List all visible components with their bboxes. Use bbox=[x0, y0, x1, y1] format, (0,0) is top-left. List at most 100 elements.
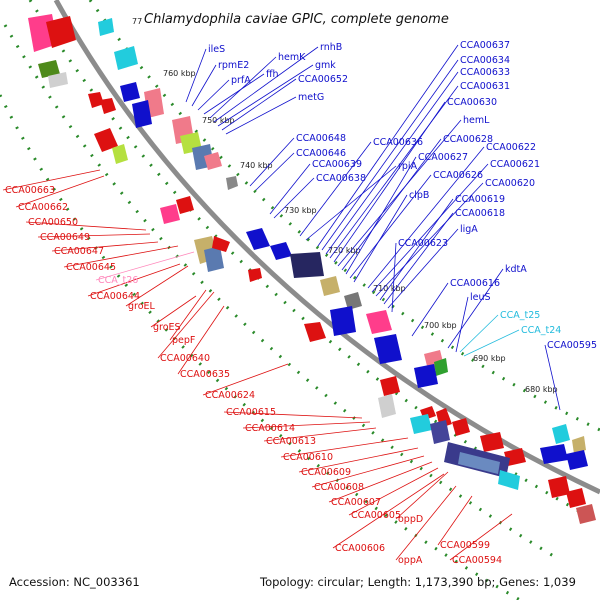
forward-gene-label[interactable]: CCA00618 bbox=[455, 208, 505, 219]
scale-label: 760 kbp bbox=[163, 69, 196, 78]
reverse-gene-label[interactable]: CCA00607 bbox=[331, 497, 381, 508]
gene-glyph bbox=[46, 16, 76, 48]
forward-gene-label[interactable]: CCA00636 bbox=[373, 137, 423, 148]
reverse-gene-leader bbox=[37, 233, 151, 238]
reverse-gene-label[interactable]: CCA00635 bbox=[180, 369, 230, 380]
forward-gene-leader bbox=[337, 119, 462, 267]
reverse-gene-label[interactable]: CCA00662 bbox=[18, 202, 68, 213]
reverse-gene-label[interactable]: CCA00608 bbox=[314, 482, 364, 493]
reverse-gene-label[interactable]: CCA00594 bbox=[452, 555, 502, 566]
reverse-gene-label[interactable]: groEL bbox=[128, 301, 156, 312]
rna-forward-gene-label[interactable]: CCA_t24 bbox=[521, 325, 561, 336]
reverse-gene-leader bbox=[63, 245, 179, 268]
forward-gene-label[interactable]: CCA00639 bbox=[312, 159, 362, 170]
forward-gene-label[interactable]: rnhB bbox=[320, 42, 342, 53]
forward-gene-label[interactable]: CCA00627 bbox=[418, 152, 468, 163]
scale-label: 750 kbp bbox=[202, 116, 235, 125]
reverse-gene-label[interactable]: CCA00615 bbox=[226, 407, 276, 418]
forward-gene-label[interactable]: CCA00621 bbox=[490, 159, 540, 170]
reverse-gene-label[interactable]: CCA00606 bbox=[335, 543, 385, 554]
forward-gene-label[interactable]: CCA00638 bbox=[316, 173, 366, 184]
genome-backbone bbox=[53, 0, 600, 495]
reverse-gene-label[interactable]: CCA00605 bbox=[351, 510, 401, 521]
gene-glyph bbox=[458, 452, 500, 474]
forward-gene-label[interactable]: CCA00637 bbox=[460, 40, 510, 51]
reverse-gene-label[interactable]: CCA00644 bbox=[90, 291, 140, 302]
forward-gene-label[interactable]: ligA bbox=[460, 224, 478, 235]
forward-gene-leader bbox=[447, 268, 504, 349]
map-title: Chlamydophila caviae GPIC, complete geno… bbox=[144, 12, 449, 27]
forward-gene-leader bbox=[367, 146, 485, 289]
forward-gene-label[interactable]: CCA00633 bbox=[460, 67, 510, 78]
reverse-gene-label[interactable]: CCA00599 bbox=[440, 540, 490, 551]
forward-gene-label[interactable]: CCA00652 bbox=[298, 74, 348, 85]
gene-glyph bbox=[114, 46, 138, 70]
forward-gene-leader bbox=[411, 282, 449, 337]
reverse-gene-leader bbox=[280, 437, 409, 458]
reverse-gene-label[interactable]: CCA00614 bbox=[245, 423, 295, 434]
gene-glyph bbox=[320, 276, 340, 296]
forward-gene-leader bbox=[341, 138, 442, 271]
reverse-gene-label[interactable]: CCA00645 bbox=[66, 262, 116, 273]
gene-glyph bbox=[414, 364, 438, 388]
forward-gene-leader bbox=[185, 48, 207, 103]
reverse-gene-label[interactable]: CCA00649 bbox=[40, 232, 90, 243]
reverse-gene-leader bbox=[15, 175, 105, 208]
forward-gene-label[interactable]: ileS bbox=[208, 44, 225, 55]
forward-gene-label[interactable]: CCA00620 bbox=[485, 178, 535, 189]
forward-gene-label[interactable]: rpmE2 bbox=[218, 60, 249, 71]
gene-glyph bbox=[576, 504, 596, 524]
reverse-gene-label[interactable]: oppD bbox=[398, 514, 423, 525]
forward-gene-label[interactable]: CCA00648 bbox=[296, 133, 346, 144]
reverse-gene-label[interactable]: oppA bbox=[398, 555, 423, 566]
rna-reverse-gene-label[interactable]: CCA_t26 bbox=[98, 275, 138, 286]
reverse-gene-label[interactable]: CCA00640 bbox=[160, 353, 210, 364]
forward-gene-leader bbox=[379, 198, 454, 301]
gene-glyph bbox=[132, 100, 152, 128]
forward-gene-label[interactable]: metG bbox=[298, 92, 324, 103]
forward-gene-label[interactable]: gmk bbox=[315, 60, 336, 71]
forward-gene-label[interactable]: ffh bbox=[266, 69, 279, 80]
summary-text: Topology: circular; Length: 1,173,390 bp… bbox=[259, 575, 576, 589]
reverse-gene-label[interactable]: CCA00613 bbox=[266, 436, 316, 447]
forward-gene-label[interactable]: kdtA bbox=[505, 264, 527, 275]
forward-gene-label[interactable]: hemL bbox=[463, 115, 490, 126]
forward-gene-label[interactable]: CCA00623 bbox=[398, 238, 448, 249]
forward-gene-label[interactable]: hemK bbox=[278, 52, 306, 63]
forward-gene-label[interactable]: CCA00628 bbox=[443, 134, 493, 145]
forward-gene-label[interactable]: prfA bbox=[231, 75, 251, 86]
reverse-gene-label[interactable]: pepF bbox=[172, 335, 195, 346]
reverse-gene-leader bbox=[125, 265, 189, 307]
forward-gene-label[interactable]: CCA00595 bbox=[547, 340, 597, 351]
gene-glyph bbox=[94, 128, 118, 152]
forward-gene-label[interactable]: CCA00622 bbox=[486, 142, 536, 153]
forward-gene-label[interactable]: rpiA bbox=[398, 161, 418, 172]
forward-gene-label[interactable]: CCA00626 bbox=[433, 170, 483, 181]
reverse-gene-label[interactable]: CCA00624 bbox=[205, 390, 255, 401]
gene-glyph bbox=[572, 436, 586, 454]
reverse-gene-label[interactable]: CCA00663 bbox=[5, 185, 55, 196]
reverse-gene-label[interactable]: CCA00610 bbox=[283, 452, 333, 463]
forward-gene-leader bbox=[221, 78, 297, 131]
reverse-gene-label[interactable]: CCA00609 bbox=[301, 467, 351, 478]
reverse-gene-label[interactable]: CCA00650 bbox=[28, 217, 78, 228]
gene-glyph bbox=[452, 418, 470, 436]
rna-forward-gene-leader bbox=[463, 329, 520, 357]
forward-gene-leader bbox=[197, 79, 230, 111]
forward-gene-label[interactable]: CCA00631 bbox=[460, 81, 510, 92]
rna-forward-gene-label[interactable]: CCA_t25 bbox=[500, 310, 540, 321]
reverse-gene-label[interactable]: groES bbox=[153, 322, 181, 333]
forward-gene-label[interactable]: CCA00619 bbox=[455, 194, 505, 205]
forward-gene-label[interactable]: clpB bbox=[409, 190, 429, 201]
gene-glyph bbox=[290, 252, 324, 278]
forward-gene-leader bbox=[383, 212, 454, 305]
forward-gene-label[interactable]: leuS bbox=[470, 292, 491, 303]
forward-gene-leader bbox=[255, 152, 295, 191]
reverse-gene-label[interactable]: CCA00647 bbox=[54, 246, 104, 257]
forward-gene-label[interactable]: CCA00634 bbox=[460, 55, 510, 66]
forward-gene-label[interactable]: CCA00616 bbox=[450, 278, 500, 289]
forward-gene-label[interactable]: CCA00646 bbox=[296, 148, 346, 159]
forward-gene-label[interactable]: CCA00630 bbox=[447, 97, 497, 108]
reverse-gene-leader bbox=[395, 471, 449, 520]
forward-gene-leader bbox=[544, 344, 561, 411]
